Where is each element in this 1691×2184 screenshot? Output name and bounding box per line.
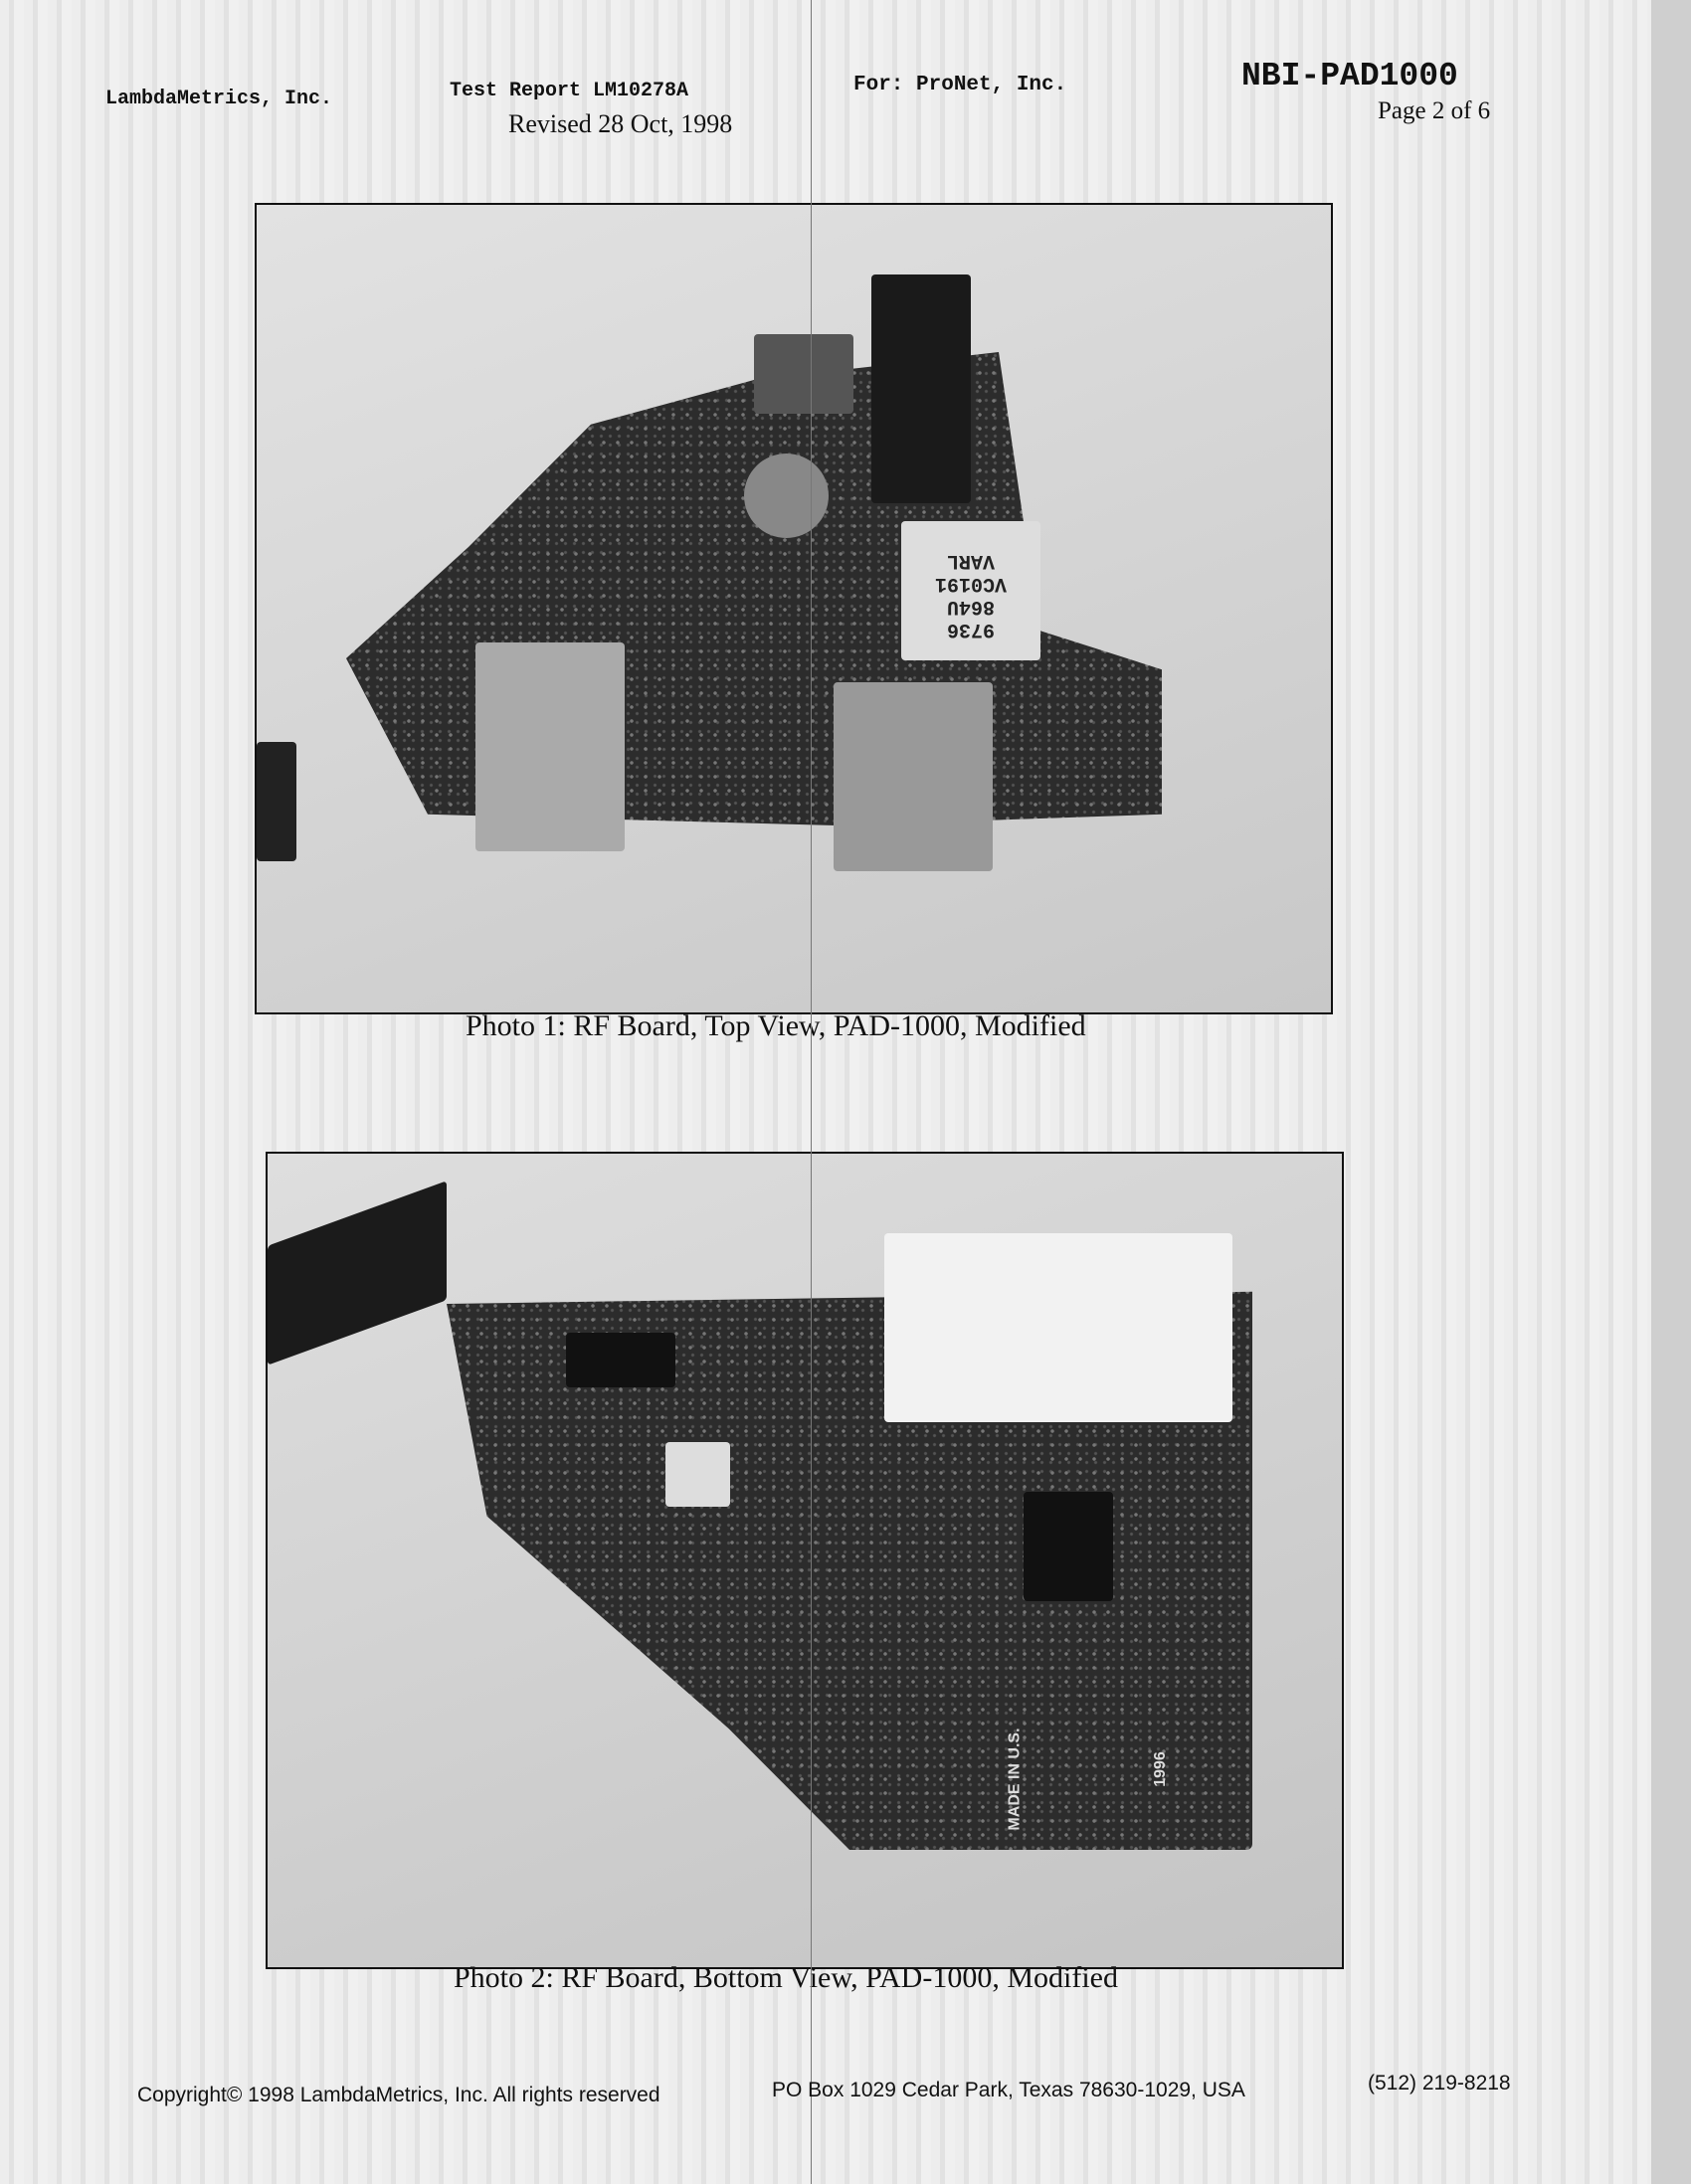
report-number: Test Report LM10278A	[450, 80, 689, 102]
photo-1-caption: Photo 1: RF Board, Top View, PAD-1000, M…	[466, 1009, 1086, 1042]
revision-date: Revised 28 Oct, 1998	[508, 109, 733, 138]
chip-label: 864U	[947, 595, 996, 618]
page-number: Page 2 of 6	[1378, 97, 1491, 124]
phone-number: (512) 219-8218	[1368, 2072, 1511, 2094]
product-id: NBI-PAD1000	[1241, 58, 1458, 94]
mailing-address: PO Box 1029 Cedar Park, Texas 78630-1029…	[772, 2079, 1245, 2101]
photo-2-caption: Photo 2: RF Board, Bottom View, PAD-1000…	[454, 1961, 1118, 1994]
chip-label: VC0191	[935, 572, 1008, 595]
client-name: For: ProNet, Inc.	[853, 74, 1067, 96]
scan-edge	[1651, 0, 1691, 2184]
board-marking: MADE IN U.S.	[1006, 1728, 1024, 1831]
photo-rf-board-bottom: MADE IN U.S. 1996	[266, 1152, 1344, 1969]
photo-rf-board-top: 9736 864U VC0191 VARL	[255, 203, 1333, 1014]
chip-label: 9736	[947, 618, 996, 640]
company-name: LambdaMetrics, Inc.	[105, 88, 333, 110]
chip-label: VARL	[947, 549, 996, 572]
copyright-notice: Copyright© 1998 LambdaMetrics, Inc. All …	[137, 2084, 660, 2106]
scan-fold-line	[811, 0, 812, 2184]
board-marking: 1996	[1151, 1751, 1169, 1787]
